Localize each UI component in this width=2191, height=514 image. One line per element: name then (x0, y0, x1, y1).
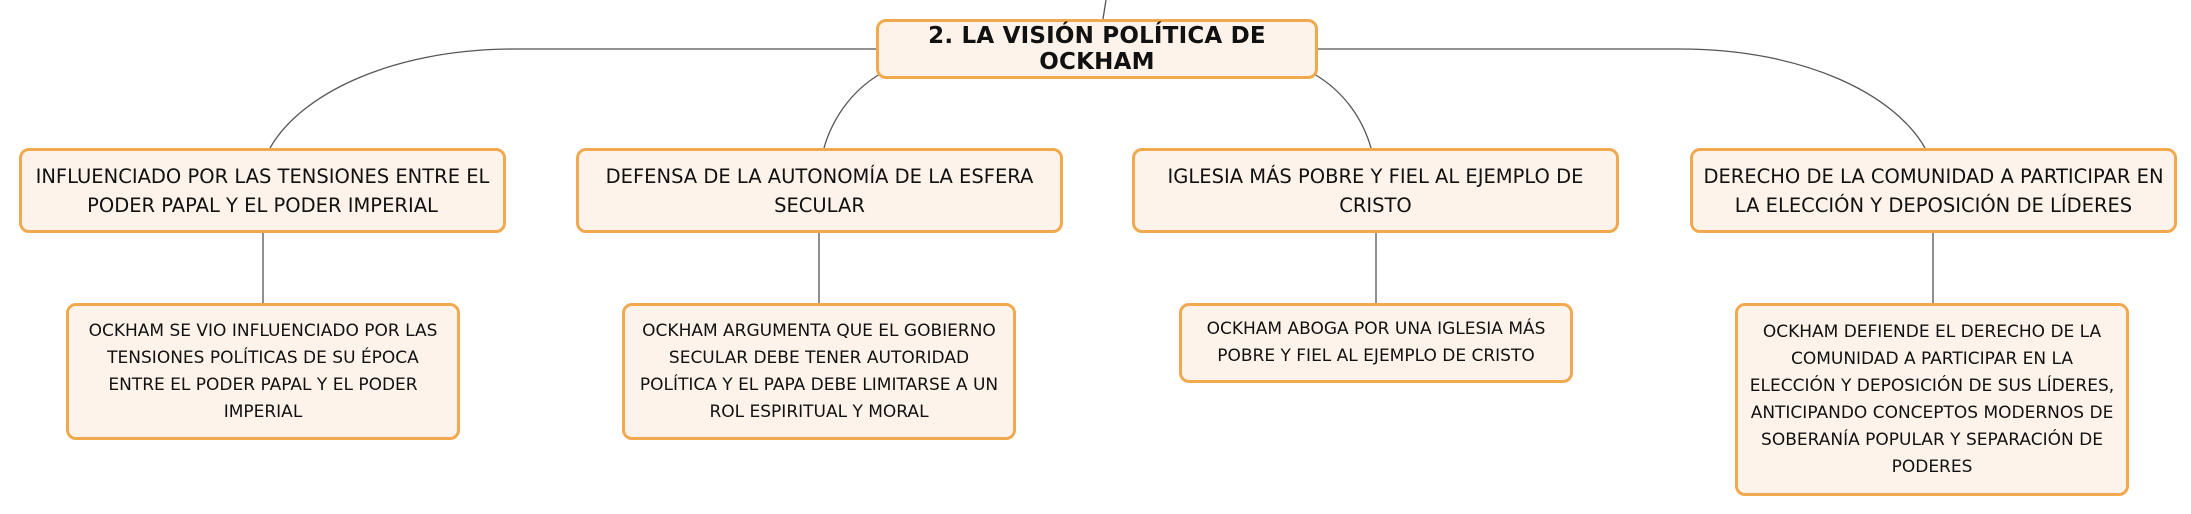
detail-topic-community-rights[interactable]: OCKHAM DEFIENDE EL DERECHO DE LA COMUNID… (1735, 303, 2129, 496)
branch-topic-label: DEFENSA DE LA AUTONOMÍA DE LA ESFERA SEC… (605, 164, 1034, 217)
branch-topic-label: IGLESIA MÁS POBRE Y FIEL AL EJEMPLO DE C… (1167, 164, 1584, 217)
connector-root-branch-2 (823, 73, 881, 149)
root-topic-label: 2. LA VISIÓN POLÍTICA DE OCKHAM (928, 23, 1266, 75)
detail-topic-text: OCKHAM SE VIO INFLUENCIADO POR LAS TENSI… (88, 320, 438, 422)
branch-topic-poorer-church[interactable]: IGLESIA MÁS POBRE Y FIEL AL EJEMPLO DE C… (1132, 148, 1619, 233)
detail-topic-text: OCKHAM DEFIENDE EL DERECHO DE LA COMUNID… (1749, 321, 2115, 477)
detail-topic-tensions[interactable]: OCKHAM SE VIO INFLUENCIADO POR LAS TENSI… (66, 303, 460, 440)
root-topic[interactable]: 2. LA VISIÓN POLÍTICA DE OCKHAM (876, 19, 1318, 79)
connector-root-branch-1 (269, 48, 876, 149)
branch-topic-label: INFLUENCIADO POR LAS TENSIONES ENTRE EL … (35, 164, 490, 217)
connector-root-parent (1102, 0, 1107, 20)
branch-topic-secular-autonomy[interactable]: DEFENSA DE LA AUTONOMÍA DE LA ESFERA SEC… (576, 148, 1063, 233)
branch-topic-label: DERECHO DE LA COMUNIDAD A PARTICIPAR EN … (1703, 164, 2164, 217)
branch-topic-tensions[interactable]: INFLUENCIADO POR LAS TENSIONES ENTRE EL … (19, 148, 506, 233)
connector-root-branch-3 (1313, 73, 1372, 149)
detail-topic-text: OCKHAM ARGUMENTA QUE EL GOBIERNO SECULAR… (639, 320, 999, 422)
detail-topic-poorer-church[interactable]: OCKHAM ABOGA POR UNA IGLESIA MÁS POBRE Y… (1179, 303, 1573, 383)
detail-topic-secular-autonomy[interactable]: OCKHAM ARGUMENTA QUE EL GOBIERNO SECULAR… (622, 303, 1016, 440)
branch-topic-community-rights[interactable]: DERECHO DE LA COMUNIDAD A PARTICIPAR EN … (1690, 148, 2177, 233)
connector-root-branch-4 (1318, 48, 1926, 149)
detail-topic-text: OCKHAM ABOGA POR UNA IGLESIA MÁS POBRE Y… (1206, 319, 1546, 366)
